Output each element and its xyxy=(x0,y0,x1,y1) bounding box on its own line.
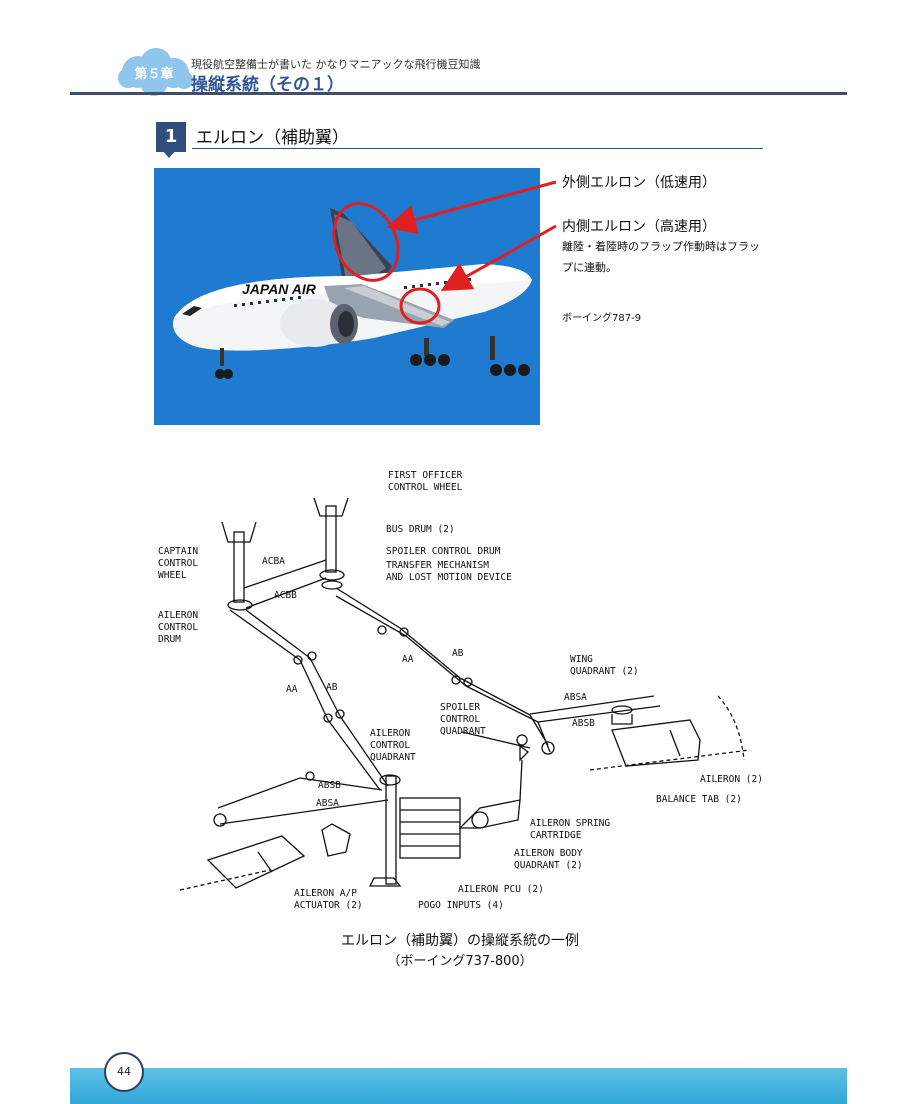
label-spoiler-quad-1: SPOILER xyxy=(440,702,480,713)
outer-aileron-label: 外側エルロン（低速用） xyxy=(562,175,716,191)
label-body-quad-1: AILERON BODY xyxy=(514,848,583,859)
label-ail-drum-1: AILERON xyxy=(158,610,198,621)
fuselage-lettering: JAPAN AIR xyxy=(242,281,317,297)
header-divider xyxy=(70,92,847,95)
label-ap-2: ACTUATOR (2) xyxy=(294,900,363,911)
label-wing-quad-2: QUADRANT (2) xyxy=(570,666,639,677)
label-first-officer-2: CONTROL WHEEL xyxy=(388,482,463,493)
label-body-quad-2: QUADRANT (2) xyxy=(514,860,583,871)
label-balance-tab: BALANCE TAB (2) xyxy=(656,794,742,805)
section-number-tail xyxy=(163,151,175,158)
label-spoiler-quad-2: CONTROL xyxy=(440,714,480,725)
label-ail-quad-2: CONTROL xyxy=(370,740,410,751)
label-ail-quad-1: AILERON xyxy=(370,728,410,739)
inner-aileron-label: 内側エルロン（高速用） xyxy=(562,219,716,235)
label-spoiler-control-drum: SPOILER CONTROL DRUM xyxy=(386,546,501,557)
aircraft-photo: JAPAN AIR xyxy=(154,168,540,425)
label-ab-left: AB xyxy=(326,682,338,693)
label-acba: ACBA xyxy=(262,556,285,567)
label-ail-quad-3: QUADRANT xyxy=(370,752,416,763)
inner-aileron-note-line2: プに連動。 xyxy=(562,261,617,274)
label-captain-3: WHEEL xyxy=(158,570,187,581)
label-ail-drum-2: CONTROL xyxy=(158,622,198,633)
label-pogo: POGO INPUTS (4) xyxy=(418,900,504,911)
chapter-badge: 第５章 xyxy=(134,67,174,82)
label-pcu: AILERON PCU (2) xyxy=(458,884,544,895)
label-aa-right: AA xyxy=(402,654,414,665)
inner-aileron-note-line1: 離陸・着陸時のフラップ作動時はフラッ xyxy=(562,240,760,253)
aileron-control-diagram: FIRST OFFICER CONTROL WHEEL BUS DRUM (2)… xyxy=(158,470,763,911)
label-absb-left: ABSB xyxy=(318,780,341,791)
label-absb-right: ABSB xyxy=(572,718,595,729)
footer-bar xyxy=(70,1068,847,1104)
section-underline xyxy=(192,148,763,149)
page-number: 44 xyxy=(104,1052,144,1092)
label-first-officer-1: FIRST OFFICER xyxy=(388,470,463,481)
label-captain-1: CAPTAIN xyxy=(158,546,198,557)
aircraft-model-label: ボーイング787-9 xyxy=(562,313,642,324)
label-transfer-1: TRANSFER MECHANISM xyxy=(386,560,489,571)
label-spring-1: AILERON SPRING xyxy=(530,818,610,829)
label-spring-2: CARTRIDGE xyxy=(530,830,582,841)
label-captain-2: CONTROL xyxy=(158,558,198,569)
label-ab-right: AB xyxy=(452,648,464,659)
label-absa-right: ABSA xyxy=(564,692,587,703)
chapter-title: 操縦系統（その１） xyxy=(191,75,344,95)
label-wing-quad-1: WING xyxy=(570,654,593,665)
section-number: 1 xyxy=(156,122,186,152)
figure-caption-model: （ボーイング737-800） xyxy=(387,954,533,969)
label-transfer-2: AND LOST MOTION DEVICE xyxy=(386,572,512,583)
label-spoiler-quad-3: QUADRANT xyxy=(440,726,486,737)
label-ap-1: AILERON A/P xyxy=(294,888,357,899)
section-title: エルロン（補助翼） xyxy=(196,128,349,148)
figure-caption: エルロン（補助翼）の操縦系統の一例 xyxy=(341,933,579,949)
label-bus-drum: BUS DRUM (2) xyxy=(386,524,455,535)
label-aileron: AILERON (2) xyxy=(700,774,763,785)
label-ail-drum-3: DRUM xyxy=(158,634,181,645)
label-aa-left: AA xyxy=(286,684,298,695)
chapter-badge-cloud xyxy=(118,48,193,96)
label-absa-left: ABSA xyxy=(316,798,339,809)
series-title: 現役航空整備士が書いた かなりマニアックな飛行機豆知識 xyxy=(191,58,481,71)
label-acbb: ACBB xyxy=(274,590,297,601)
